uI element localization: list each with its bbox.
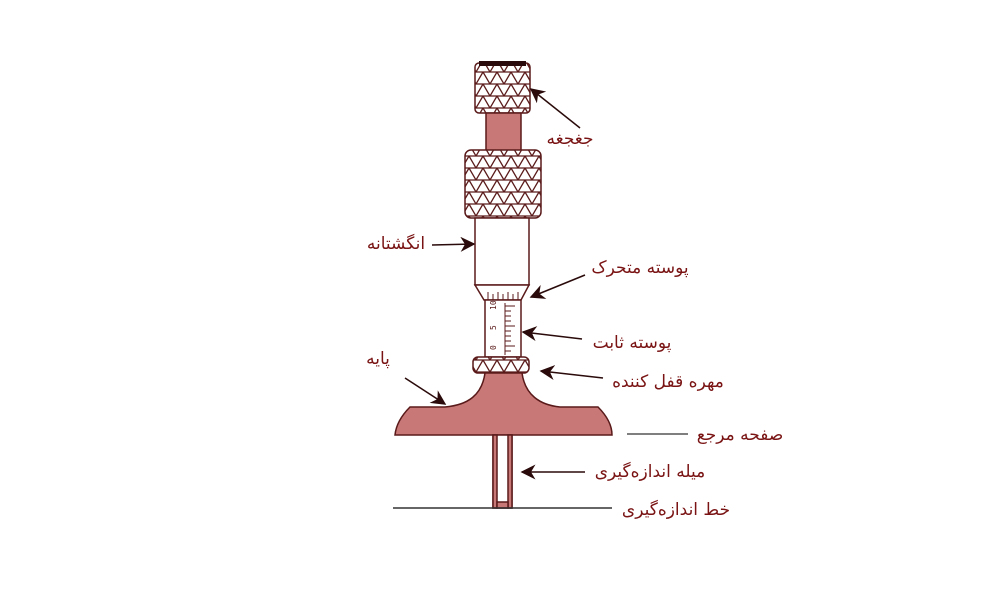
- label-measuring-rod: میله اندازه‌گیری: [595, 461, 706, 482]
- scale-number-0: 0: [489, 345, 498, 350]
- label-movable-sleeve: پوسته متحرک: [591, 258, 688, 278]
- label-lock-nut: مهره قفل کننده: [612, 372, 724, 392]
- ratchet-shaft: [485, 112, 522, 152]
- sleeve-scale: [504, 303, 515, 355]
- label-fixed-sleeve: پوسته ثابت: [593, 333, 672, 353]
- label-measuring-line: خط اندازه‌گیری: [622, 499, 730, 520]
- movable-sleeve: [473, 284, 531, 301]
- scale-number-10: 10: [489, 300, 498, 310]
- thimble: [474, 217, 530, 286]
- ratchet-cap: [474, 62, 531, 114]
- lock-nut: [472, 356, 530, 374]
- label-reference-plate: صفحه مرجع: [697, 425, 784, 445]
- movable-sleeve-arrow: [529, 274, 586, 299]
- label-base: پایه: [366, 349, 390, 369]
- thimble-arrow: [431, 236, 476, 252]
- scale-numbers: 10 5 0: [489, 300, 498, 350]
- base: [394, 372, 613, 436]
- fixed-sleeve-arrow: [521, 326, 583, 342]
- lock-nut-arrow: [539, 365, 604, 380]
- label-thimble: انگشتانه: [367, 233, 425, 254]
- thimble-graduations: [487, 292, 519, 300]
- base-arrow: [404, 377, 447, 405]
- thimble-knurl: [464, 149, 542, 219]
- label-ratchet: جغجغه: [547, 129, 594, 149]
- scale-number-5: 5: [489, 325, 498, 330]
- ratchet-arrow: [529, 88, 581, 129]
